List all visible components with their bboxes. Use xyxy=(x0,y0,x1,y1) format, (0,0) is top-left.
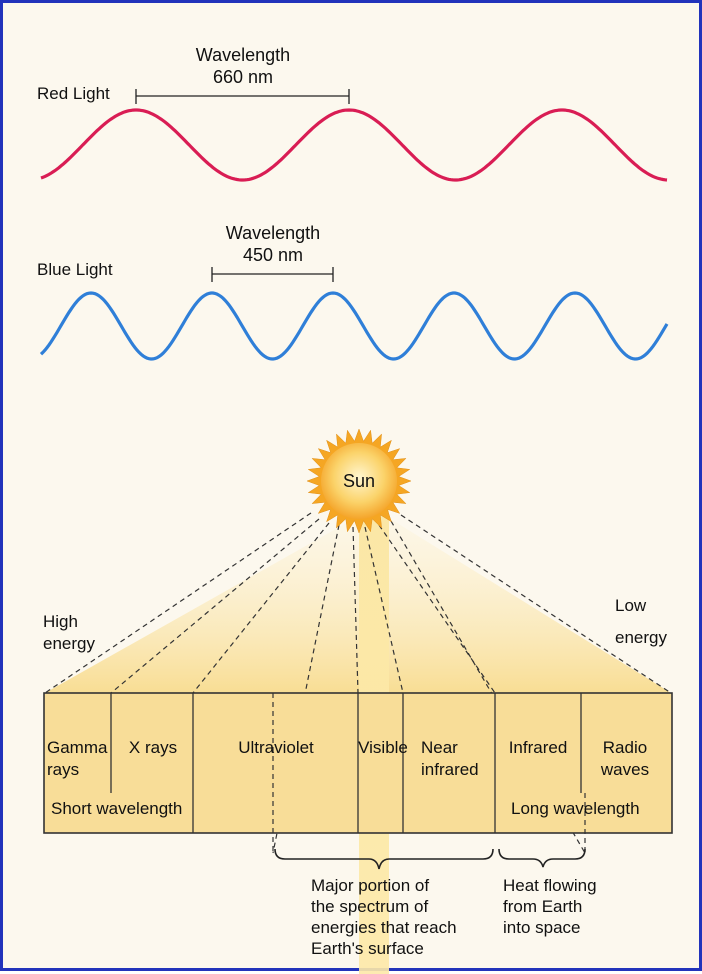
low-energy-label-line2: energy xyxy=(615,628,667,647)
blue-wavelength-bracket xyxy=(211,267,334,282)
heat-flowing-brace xyxy=(498,848,586,868)
gamma-rays-label-line2: rays xyxy=(47,760,79,779)
visible-label: Visible xyxy=(358,738,408,757)
heat-flowing-line2: from Earth xyxy=(503,897,582,916)
red-light-label: Red Light xyxy=(37,84,110,103)
red-wavelength-value: 660 nm xyxy=(213,67,273,87)
red-wavelength-bracket xyxy=(135,89,350,104)
x-rays-label: X rays xyxy=(129,738,177,757)
blue-light-wave xyxy=(39,291,669,361)
radio-waves-label-line2: waves xyxy=(600,760,649,779)
major-portion-brace xyxy=(274,848,494,870)
red-wavelength-title: Wavelength xyxy=(196,45,290,65)
major-portion-line2: the spectrum of xyxy=(311,897,428,916)
short-wavelength-label: Short wavelength xyxy=(51,799,182,818)
major-portion-line3: energies that reach xyxy=(311,918,457,937)
low-energy-label-line1: Low xyxy=(615,596,647,615)
sun-icon xyxy=(306,428,412,534)
radio-waves-label-line1: Radio xyxy=(603,738,647,757)
red-light-wave xyxy=(40,108,668,182)
spectrum-dashed-dividers xyxy=(272,693,586,853)
long-wavelength-label: Long wavelength xyxy=(511,799,640,818)
high-energy-label-line2: energy xyxy=(43,634,95,653)
ultraviolet-label: Ultraviolet xyxy=(238,738,314,757)
electromagnetic-spectrum-diagram: Red Light Wavelength 660 nm Blue Light W… xyxy=(37,45,673,974)
heat-flowing-line3: into space xyxy=(503,918,581,937)
heat-flowing-line1: Heat flowing xyxy=(503,876,597,895)
infrared-label: Infrared xyxy=(509,738,568,757)
blue-wavelength-title: Wavelength xyxy=(226,223,320,243)
near-infrared-label-line2: infrared xyxy=(421,760,479,779)
near-infrared-label-line1: Near xyxy=(421,738,458,757)
radiation-rays xyxy=(44,512,672,854)
blue-light-label: Blue Light xyxy=(37,260,113,279)
sun-label: Sun xyxy=(343,471,375,491)
high-energy-label-line1: High xyxy=(43,612,78,631)
blue-wavelength-value: 450 nm xyxy=(243,245,303,265)
gamma-rays-label-line1: Gamma xyxy=(47,738,108,757)
major-portion-line4: Earth's surface xyxy=(311,939,424,958)
spectrum-dividers xyxy=(110,693,582,833)
radiation-fan xyxy=(45,508,671,693)
major-portion-line1: Major portion of xyxy=(311,876,429,895)
